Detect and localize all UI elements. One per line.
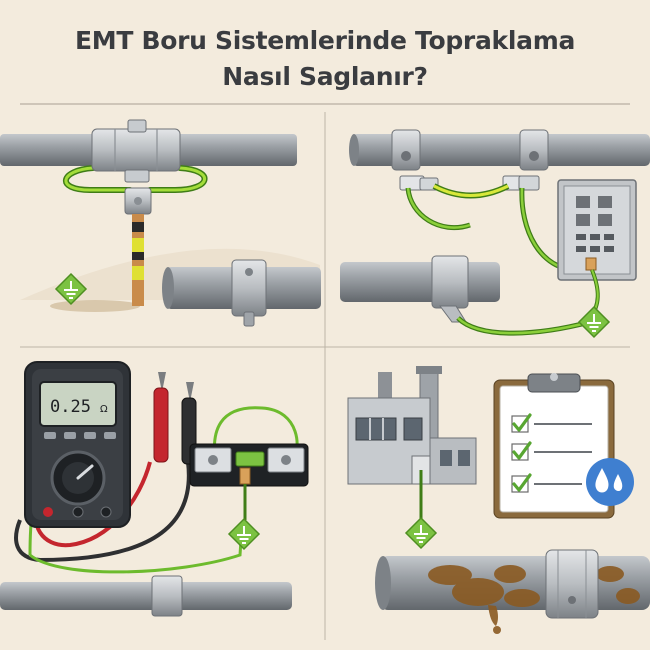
multimeter-display bbox=[39, 381, 117, 427]
pipe-clamp-icon bbox=[431, 255, 469, 309]
panel-resistance-test: 0.25 Ω bbox=[0, 361, 309, 617]
panel-bonding-jumper bbox=[340, 129, 650, 338]
terminal-block-icon bbox=[189, 443, 309, 487]
pipe-coupling-icon bbox=[151, 575, 183, 617]
multimeter-reading: 0.25 bbox=[50, 397, 91, 417]
factory-icon bbox=[347, 366, 477, 485]
panel-inspection bbox=[347, 366, 650, 634]
ground-symbol-icon bbox=[405, 517, 437, 549]
water-drop-icon bbox=[586, 458, 634, 506]
pipe-coupling-icon bbox=[91, 128, 181, 172]
multimeter-unit: Ω bbox=[100, 404, 108, 415]
ground-symbol-icon bbox=[578, 306, 610, 338]
electrical-panel-icon bbox=[557, 179, 637, 281]
page-title-line-1: EMT Boru Sistemlerinde Topraklama bbox=[74, 26, 576, 55]
rust-corrosion bbox=[428, 565, 640, 634]
checklist-icon bbox=[493, 373, 615, 519]
multimeter-icon: 0.25 Ω bbox=[24, 361, 131, 528]
ground-symbol-icon bbox=[228, 518, 260, 550]
emt-pipe-upper bbox=[352, 134, 650, 166]
page-title-line-2: Nasıl Saglanır? bbox=[222, 62, 428, 91]
pipe-coupling-icon bbox=[545, 549, 599, 619]
panel-ground-rod bbox=[0, 119, 321, 327]
red-probe-icon bbox=[153, 372, 169, 463]
